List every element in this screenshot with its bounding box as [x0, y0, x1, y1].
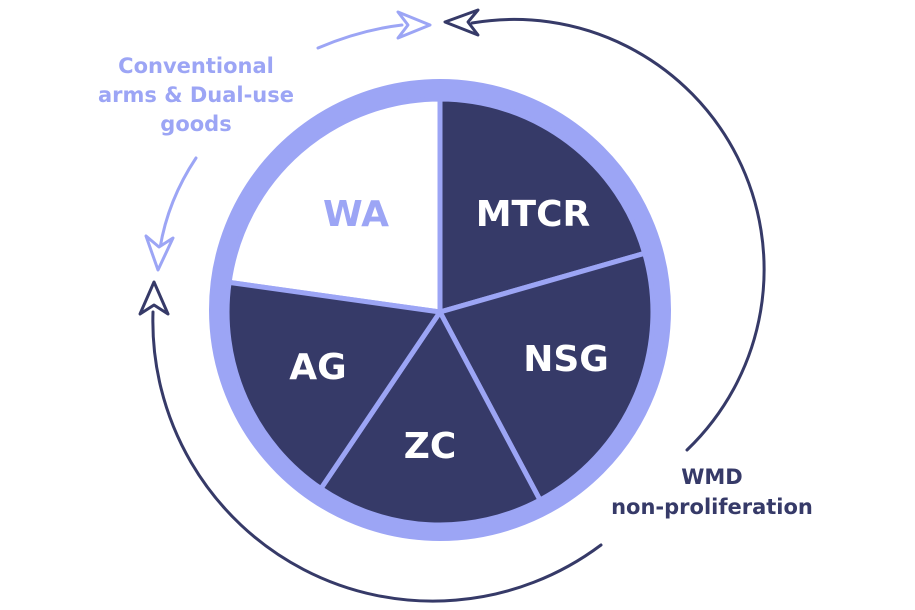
arrowhead-up-icon — [138, 280, 170, 316]
conventional-cycle-arrow — [144, 10, 432, 272]
segment-ag — [224, 279, 443, 492]
conventional-label-line-1: Conventional — [118, 54, 274, 78]
arrowhead-right-icon — [396, 10, 432, 40]
arrowhead-left-icon — [443, 8, 480, 37]
segment-label-nsg: NSG — [523, 339, 609, 380]
wmd-cycle-arrow — [138, 8, 766, 603]
segment-zc — [318, 309, 543, 528]
conventional-cycle-label: Conventional arms & Dual-use goods — [98, 54, 294, 136]
regimes-pie — [224, 96, 656, 528]
wmd-label-line-2: non-proliferation — [611, 495, 813, 519]
segment-label-zc: ZC — [404, 426, 457, 467]
segment-label-mtcr: MTCR — [476, 194, 591, 235]
wmd-arc-bottom — [151, 310, 603, 603]
segment-nsg — [437, 250, 656, 503]
segment-label-ag: AG — [289, 347, 346, 388]
conventional-arc-top — [316, 23, 404, 50]
segment-label-wa: WA — [323, 194, 389, 235]
wmd-arc-right — [470, 17, 766, 452]
conventional-label-line-3: goods — [160, 112, 231, 136]
conventional-arc-left — [158, 156, 198, 250]
wmd-cycle-label: WMD non-proliferation — [611, 465, 813, 519]
wmd-label-line-1: WMD — [681, 465, 743, 489]
segment-mtcr — [437, 96, 648, 315]
segment-wa — [226, 96, 443, 315]
conventional-label-line-2: arms & Dual-use — [98, 83, 294, 107]
arrowhead-down-icon — [144, 234, 175, 272]
